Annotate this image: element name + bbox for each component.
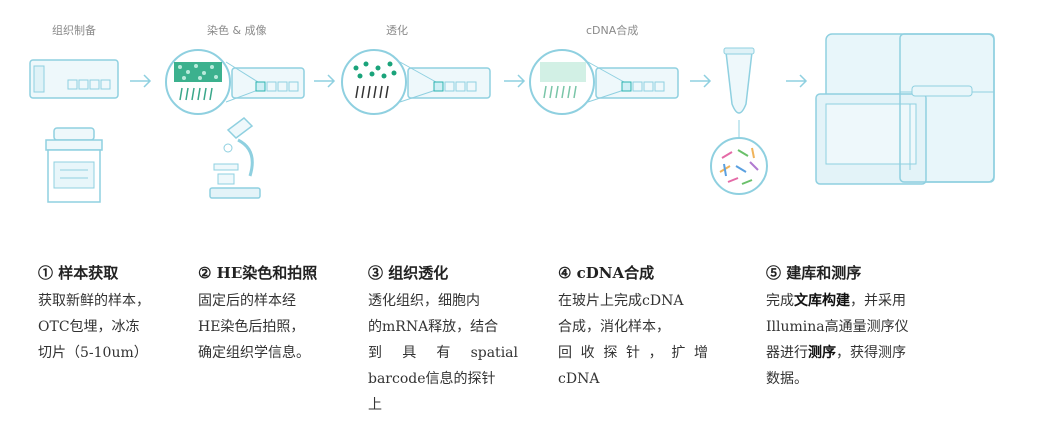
step-2-line: 固定后的样本经 (198, 293, 296, 309)
stain-stage-2 (165, 49, 305, 115)
permeabilize-stage-3 (341, 49, 491, 115)
step-3: ③ 组织透化 透化组织，细胞内 的mRNA释放，结合 到 具 有 spatial… (368, 262, 518, 418)
step-4-line: cDNA (558, 371, 600, 387)
label-stain-imaging: 染色 & 成像 (207, 23, 267, 37)
step-2-title: ② HE染色和拍照 (198, 264, 318, 282)
step-1: ① 样本获取 获取新鲜的样本， OTC包埋，冰冻 切片（5-10um） (38, 262, 188, 366)
step-3-line: 上 (368, 397, 382, 413)
step-5-line-3-pre: 器进行 (766, 345, 808, 361)
arrow-2 (314, 74, 336, 88)
slide-stage-1 (29, 59, 119, 99)
step-4-title: ④ cDNA合成 (558, 264, 655, 282)
step-4-line: 回 收 探 针 ， 扩 增 (558, 345, 708, 361)
arrow-4 (690, 74, 712, 88)
step-5-line-3-post: ，获得测序 (836, 345, 906, 361)
step-3-line: 透化组织，细胞内 (368, 293, 480, 309)
step-3-line: barcode信息的探针 (368, 371, 496, 387)
step-3-desc: 透化组织，细胞内 的mRNA释放，结合 到 具 有 spatial barcod… (368, 288, 518, 418)
arrow-3 (504, 74, 526, 88)
sequencer-machine (815, 33, 995, 185)
step-4-line: 在玻片上完成cDNA (558, 293, 684, 309)
step-3-title: ③ 组织透化 (368, 264, 449, 282)
step-5-line-1: 完成文库构建，并采用 (766, 288, 956, 314)
step-5-line-3-bold: 测序 (808, 345, 836, 361)
label-cdna: cDNA合成 (586, 23, 638, 37)
step-5-line-1-pre: 完成 (766, 293, 794, 309)
step-1-line: 获取新鲜的样本， (38, 293, 150, 309)
step-4-line: 合成，消化样本， (558, 319, 670, 335)
label-permeabilize: 透化 (386, 23, 408, 37)
step-5-line-1-post: ，并采用 (850, 293, 906, 309)
step-2: ② HE染色和拍照 固定后的样本经 HE染色后拍照， 确定组织学信息。 (198, 262, 348, 366)
step-2-line: HE染色后拍照， (198, 319, 305, 335)
microscope-device (209, 117, 261, 199)
step-2-line: 确定组织学信息。 (198, 345, 310, 361)
step-1-line: OTC包埋，冰冻 (38, 319, 140, 335)
label-tissue-prep: 组织制备 (52, 23, 96, 37)
step-3-line: 的mRNA释放，结合 (368, 319, 499, 335)
step-4: ④ cDNA合成 在玻片上完成cDNA 合成，消化样本， 回 收 探 针 ， 扩… (558, 262, 708, 392)
step-5-line-4: 数据。 (766, 371, 808, 387)
workflow-illustration: 组织制备 染色 & 成像 透化 cDNA合成 (29, 23, 995, 203)
step-1-title: ① 样本获取 (38, 264, 119, 282)
step-3-line: 到 具 有 spatial (368, 345, 518, 361)
step-1-line: 切片（5-10um） (38, 345, 148, 361)
step-4-desc: 在玻片上完成cDNA 合成，消化样本， 回 收 探 针 ， 扩 增 cDNA (558, 288, 708, 392)
tube-and-library (710, 47, 768, 195)
cryostat-device (45, 127, 103, 203)
step-5: ⑤ 建库和测序 完成文库构建，并采用 Illumina高通量测序仪 器进行测序，… (766, 262, 956, 392)
arrow-1 (130, 74, 152, 88)
step-1-desc: 获取新鲜的样本， OTC包埋，冰冻 切片（5-10um） (38, 288, 188, 366)
arrow-5 (786, 74, 808, 88)
step-5-line-2: Illumina高通量测序仪 (766, 319, 909, 335)
cdna-stage-4 (529, 49, 679, 115)
step-2-desc: 固定后的样本经 HE染色后拍照， 确定组织学信息。 (198, 288, 348, 366)
step-5-title: ⑤ 建库和测序 (766, 264, 862, 282)
step-5-line-1-bold: 文库构建 (794, 293, 850, 309)
step-5-desc: 完成文库构建，并采用 Illumina高通量测序仪 器进行测序，获得测序 数据。 (766, 288, 956, 392)
step-5-line-3: 器进行测序，获得测序 (766, 340, 956, 366)
